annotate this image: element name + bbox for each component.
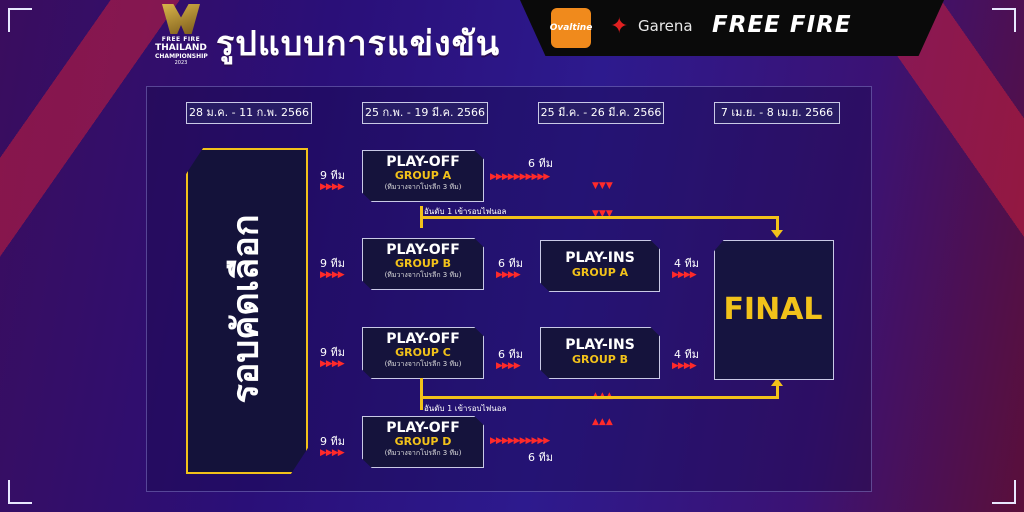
- date-playoff: 25 ก.พ. - 19 มี.ค. 2566: [362, 102, 488, 124]
- playins-title: PLAY-INS: [565, 250, 635, 266]
- rank1-line-top-drop: [776, 216, 779, 234]
- playins-group-label: GROUP B: [571, 353, 629, 366]
- corner-bracket-bottom-left: [8, 480, 32, 504]
- teams-6-label-c: 6 ทีม: [498, 348, 523, 361]
- playoff-group-label: GROUP C: [395, 346, 451, 359]
- arrow-playins-b-final: ▶▶▶▶: [672, 361, 697, 371]
- playoff-group-b: PLAY-OFF GROUP B (ทีมวางจากโปรลีก 3 ทีม): [362, 238, 484, 290]
- playoff-group-label: GROUP A: [394, 169, 452, 182]
- arrow-group-c: ▶▶▶▶: [496, 361, 521, 371]
- arrow-group-a-down: ▼▼▼: [592, 181, 613, 191]
- date-qualifier: 28 ม.ค. - 11 ก.พ. 2566: [186, 102, 312, 124]
- playoff-group-label: GROUP B: [394, 257, 452, 270]
- arrow-playins-a-final: ▶▶▶▶: [672, 270, 697, 280]
- rank1-arrowhead-top: [771, 230, 783, 238]
- teams-6-label-d: 6 ทีม: [528, 451, 553, 464]
- playins-group-a: PLAY-INS GROUP A: [540, 240, 660, 292]
- qualifier-label: รอบคัดเลือก: [225, 214, 267, 404]
- rank1-arrowhead-bottom: [771, 378, 783, 386]
- teams-9-label-a: 9 ทีม: [320, 169, 345, 182]
- teams-9-label-c: 9 ทีม: [320, 346, 345, 359]
- playoff-group-label: GROUP D: [394, 435, 452, 448]
- playoff-group-a: PLAY-OFF GROUP A (ทีมวางจากโปรลีก 3 ทีม): [362, 150, 484, 202]
- arrow-to-group-b: ▶▶▶▶: [320, 270, 345, 280]
- rank1-note-top: อันดับ 1 เข้ารอบไฟนอล: [424, 207, 507, 216]
- arrow-group-d-right: ▶▶▶▶▶▶▶▶▶▶: [490, 436, 550, 446]
- rank1-note-bottom: อันดับ 1 เข้ารอบไฟนอล: [424, 404, 507, 413]
- playoff-subtitle: (ทีมวางจากโปรลีก 3 ทีม): [384, 271, 462, 279]
- final-box: [714, 240, 834, 380]
- free-fire-logo: FREE FIRE: [712, 12, 852, 38]
- playoff-title: PLAY-OFF: [386, 154, 460, 170]
- date-final: 7 เม.ย. - 8 เม.ย. 2566: [714, 102, 840, 124]
- teams-6-label-b: 6 ทีม: [498, 257, 523, 270]
- corner-bracket-top-left: [8, 8, 32, 32]
- arrow-to-group-d: ▶▶▶▶: [320, 448, 345, 458]
- ffcs-emblem-icon: [162, 4, 200, 34]
- arrow-group-b: ▶▶▶▶: [496, 270, 521, 280]
- rank1-line-bottom-rise: [776, 384, 779, 398]
- logo-year: 2023: [174, 60, 188, 66]
- teams-4-label-a: 4 ทีม: [674, 257, 699, 270]
- playoff-title: PLAY-OFF: [386, 331, 460, 347]
- playins-title: PLAY-INS: [565, 337, 635, 353]
- rank1-line-bottom-stub: [420, 378, 423, 410]
- rank1-line-top: [420, 216, 779, 219]
- corner-bracket-bottom-right: [992, 480, 1016, 504]
- playoff-subtitle: (ทีมวางจากโปรลีก 3 ทีม): [384, 183, 462, 191]
- arrow-to-group-a: ▶▶▶▶: [320, 182, 345, 192]
- corner-bracket-top-right: [992, 8, 1016, 32]
- teams-9-label-b: 9 ทีม: [320, 257, 345, 270]
- logo-small-text: FREE FIRE: [161, 36, 201, 43]
- sponsor-label: Ovaltine: [549, 23, 593, 33]
- page-title: รูปแบบการแข่งขัน: [216, 24, 501, 64]
- arrow-group-a-down-2: ▼▼▼: [592, 209, 613, 219]
- arrow-group-a-right: ▶▶▶▶▶▶▶▶▶▶: [490, 172, 550, 182]
- playoff-title: PLAY-OFF: [386, 242, 460, 258]
- qualifier-box: [186, 148, 308, 474]
- garena-label: Garena: [638, 17, 693, 35]
- ovaltine-logo: Ovaltine: [549, 8, 593, 48]
- garena-icon: ✦: [610, 14, 629, 39]
- playoff-subtitle: (ทีมวางจากโปรลีก 3 ทีม): [384, 360, 462, 368]
- teams-4-label-b: 4 ทีม: [674, 348, 699, 361]
- playoff-group-c: PLAY-OFF GROUP C (ทีมวางจากโปรลีก 3 ทีม): [362, 327, 484, 379]
- logo-line1: THAILAND: [155, 43, 207, 53]
- date-playins: 25 มี.ค. - 26 มี.ค. 2566: [538, 102, 664, 124]
- teams-6-label-a: 6 ทีม: [528, 157, 553, 170]
- logo-line2: CHAMPIONSHIP: [155, 53, 208, 60]
- playins-group-label: GROUP A: [571, 266, 629, 279]
- ffcs-logo: FREE FIRE THAILAND CHAMPIONSHIP 2023: [155, 4, 208, 84]
- final-label: FINAL: [723, 292, 823, 327]
- playoff-subtitle: (ทีมวางจากโปรลีก 3 ทีม): [384, 449, 462, 457]
- playoff-group-d: PLAY-OFF GROUP D (ทีมวางจากโปรลีก 3 ทีม): [362, 416, 484, 468]
- rank1-line-bottom: [420, 396, 779, 399]
- arrow-group-d-up-2: ▲▲▲: [592, 417, 613, 427]
- playoff-title: PLAY-OFF: [386, 420, 460, 436]
- playins-group-b: PLAY-INS GROUP B: [540, 327, 660, 379]
- arrow-to-group-c: ▶▶▶▶: [320, 359, 345, 369]
- teams-9-label-d: 9 ทีม: [320, 435, 345, 448]
